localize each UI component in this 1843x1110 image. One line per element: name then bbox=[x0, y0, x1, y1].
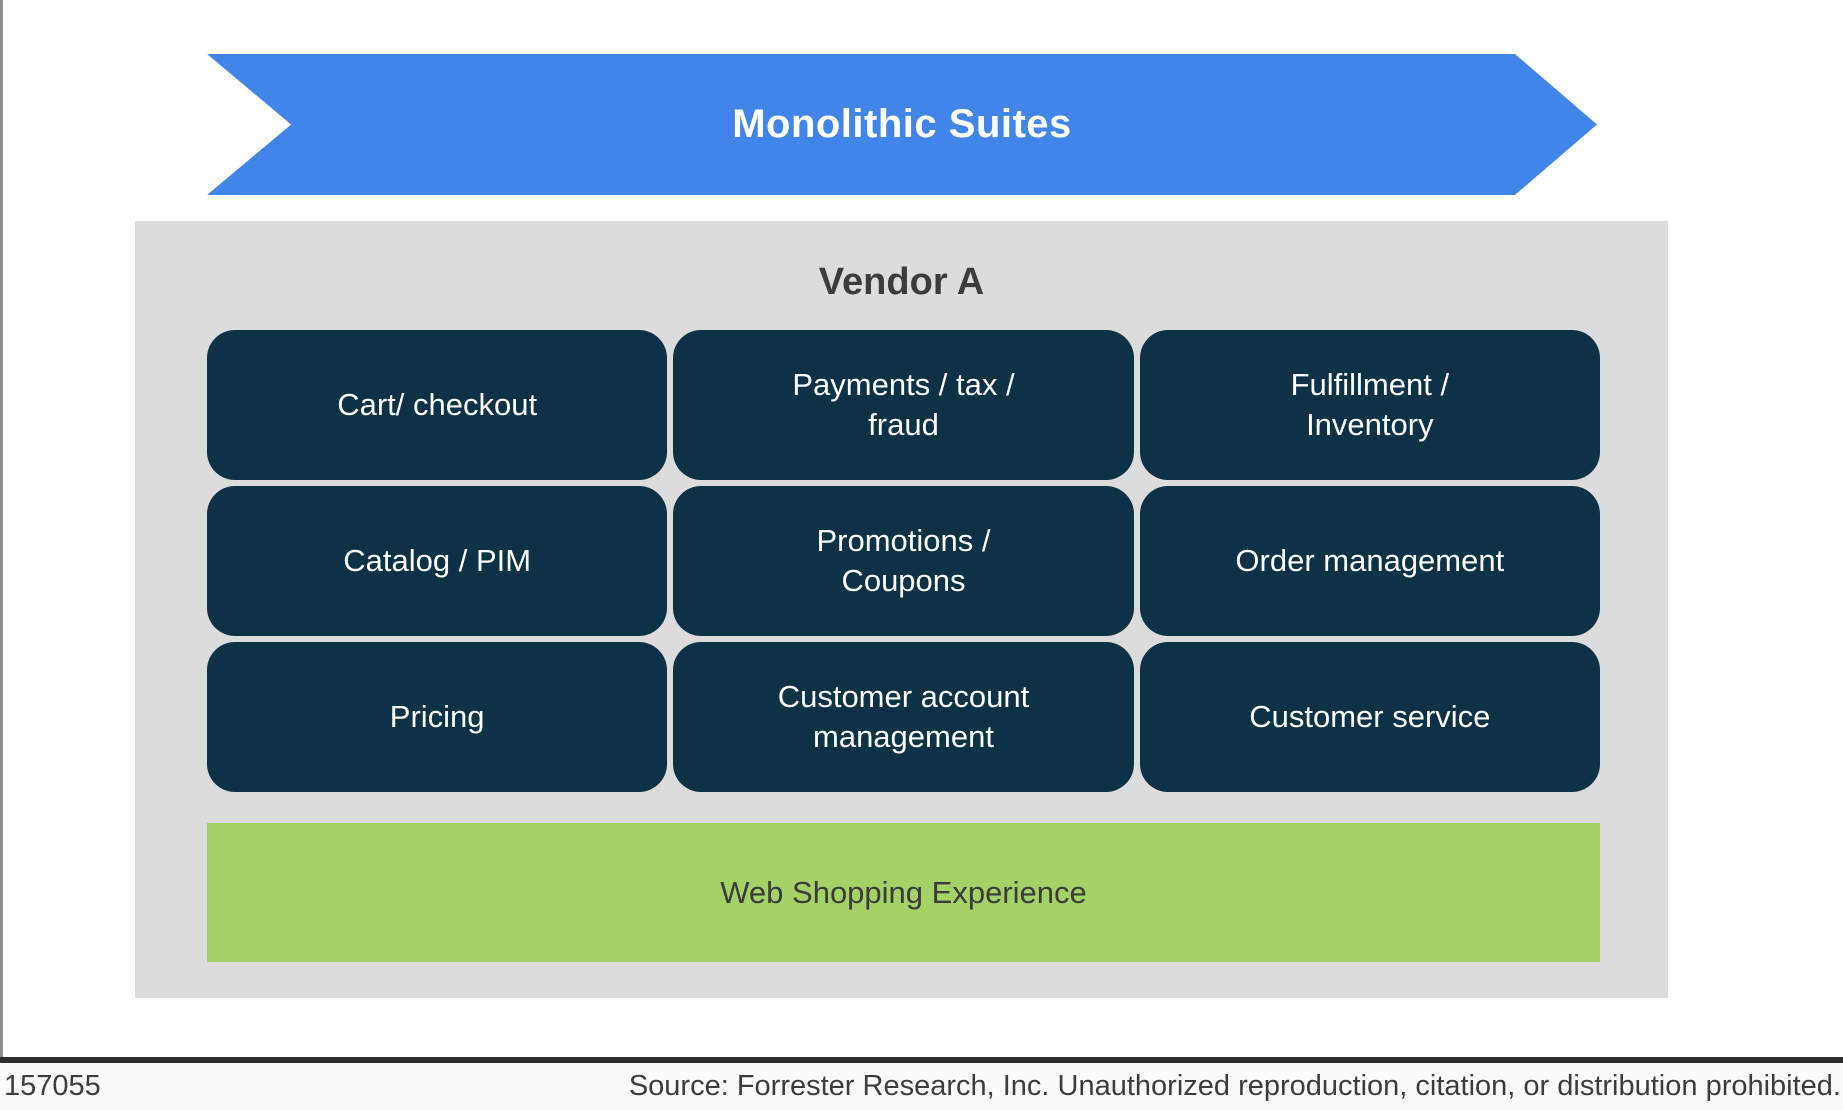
banner-title: Monolithic Suites bbox=[732, 102, 1072, 146]
footer-divider bbox=[0, 1057, 1843, 1063]
vendor-panel: Vendor A Cart/ checkout Payments / tax /… bbox=[135, 221, 1668, 998]
module-catalog-pim: Catalog / PIM bbox=[207, 486, 668, 636]
module-fulfillment-inventory: Fulfillment / Inventory bbox=[1139, 330, 1600, 480]
module-grid: Cart/ checkout Payments / tax / fraud Fu… bbox=[207, 330, 1600, 792]
source-attribution: Source: Forrester Research, Inc. Unautho… bbox=[628, 1070, 1841, 1102]
footer: 157055 Source: Forrester Research, Inc. … bbox=[0, 1063, 1843, 1110]
module-payments-tax-fraud: Payments / tax / fraud bbox=[673, 330, 1134, 480]
module-order-management: Order management bbox=[1139, 486, 1600, 636]
module-customer-account-management: Customer account management bbox=[673, 642, 1134, 792]
monolithic-suites-banner-arrow: Monolithic Suites bbox=[207, 54, 1597, 195]
module-promotions-coupons: Promotions / Coupons bbox=[673, 486, 1134, 636]
experience-bar-label: Web Shopping Experience bbox=[720, 874, 1087, 910]
left-edge-divider bbox=[0, 0, 3, 1057]
document-number: 157055 bbox=[4, 1070, 101, 1102]
module-pricing: Pricing bbox=[207, 642, 668, 792]
vendor-title: Vendor A bbox=[818, 261, 985, 303]
web-shopping-experience-bar: Web Shopping Experience bbox=[207, 823, 1600, 962]
module-customer-service: Customer service bbox=[1139, 642, 1600, 792]
module-cart-checkout: Cart/ checkout bbox=[207, 330, 668, 480]
